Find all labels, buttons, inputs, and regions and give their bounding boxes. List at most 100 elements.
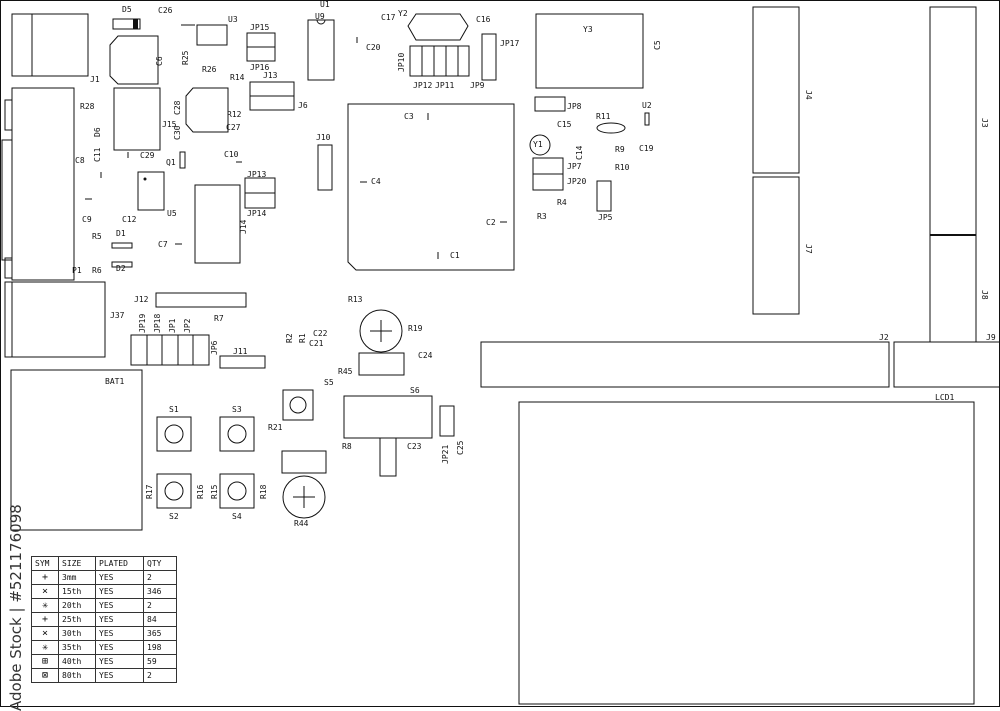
diode-d5 xyxy=(112,18,141,30)
component-label-r13: R13 xyxy=(348,295,363,304)
chip-u9 xyxy=(307,19,335,81)
component-label-jp13: JP13 xyxy=(247,170,266,179)
component-label-jp8: JP8 xyxy=(567,102,582,111)
component-label-c14: C14 xyxy=(575,145,584,160)
component-label-jp6: JP6 xyxy=(210,340,219,355)
component-label-j10: J10 xyxy=(316,133,331,142)
drill-cell-sym: × xyxy=(31,584,59,599)
component-label-jp21: JP21 xyxy=(441,445,450,464)
drill-header-size: SIZE xyxy=(58,556,96,571)
component-label-c11: C11 xyxy=(93,147,102,162)
component-label-d6: D6 xyxy=(93,127,102,137)
connector-j8 xyxy=(929,234,977,343)
jumper-jp10-11-12 xyxy=(409,45,470,77)
capacitor-c27 xyxy=(185,87,229,133)
component-label-jp10: JP10 xyxy=(397,53,406,72)
component-label-c10: C10 xyxy=(224,150,239,159)
component-label-r45: R45 xyxy=(338,367,353,376)
component-label-u3: U3 xyxy=(228,15,238,24)
component-label-j1: J1 xyxy=(90,75,100,84)
drill-cell-qty: 346 xyxy=(143,584,177,599)
component-label-c20: C20 xyxy=(366,43,381,52)
crystal-y3 xyxy=(535,13,644,89)
drill-cell-size: 35th xyxy=(58,640,96,655)
component-label-c22: C22 xyxy=(313,329,328,338)
component-label-r10: R10 xyxy=(615,163,630,172)
component-label-r4: R4 xyxy=(557,198,567,207)
component-label-r2: R2 xyxy=(285,333,294,343)
component-label-d5: D5 xyxy=(122,5,132,14)
component-label-c12: C12 xyxy=(122,215,137,224)
component-label-j2: J2 xyxy=(879,333,889,342)
component-label-c21: C21 xyxy=(309,339,324,348)
component-label-bat1: BAT1 xyxy=(105,377,124,386)
component-label-c16: C16 xyxy=(476,15,491,24)
component-label-y1: Y1 xyxy=(533,140,543,149)
component-label-j4: J4 xyxy=(804,90,813,100)
component-label-lcd1: LCD1 xyxy=(935,393,954,402)
connector-j9 xyxy=(893,341,1000,388)
lcd-display-lcd1 xyxy=(518,401,975,705)
drill-cell-plated: YES xyxy=(95,612,144,627)
drill-cell-sym: + xyxy=(31,612,59,627)
drill-cell-qty: 198 xyxy=(143,640,177,655)
component-label-jp2: JP2 xyxy=(183,318,192,333)
component-label-r17: R17 xyxy=(145,484,154,499)
connector-j2 xyxy=(480,341,890,388)
drill-cell-size: 15th xyxy=(58,584,96,599)
component-label-r14: R14 xyxy=(230,73,245,82)
component-label-j12: J12 xyxy=(134,295,149,304)
component-label-r26: R26 xyxy=(202,65,217,74)
component-label-c28: C28 xyxy=(173,100,182,115)
resistor-r11 xyxy=(596,122,626,134)
component-label-c15: C15 xyxy=(557,120,572,129)
component-label-u2: U2 xyxy=(642,101,652,110)
component-label-y3: Y3 xyxy=(583,25,593,34)
stock-watermark-id: Adobe Stock | #521176098 xyxy=(7,504,25,711)
drill-cell-sym: ⊞ xyxy=(31,654,59,669)
crystal-y1 xyxy=(529,134,551,156)
component-label-s1: S1 xyxy=(169,405,179,414)
drill-cell-plated: YES xyxy=(95,598,144,613)
component-label-s3: S3 xyxy=(232,405,242,414)
connector-j4 xyxy=(752,6,800,174)
drill-cell-qty: 365 xyxy=(143,626,177,641)
connector-j14 xyxy=(194,184,241,264)
component-label-c17: C17 xyxy=(381,13,396,22)
drill-cell-plated: YES xyxy=(95,654,144,669)
component-label-r6: R6 xyxy=(92,266,102,275)
drill-cell-plated: YES xyxy=(95,640,144,655)
component-label-jp15: JP15 xyxy=(250,23,269,32)
component-label-c24: C24 xyxy=(418,351,433,360)
component-label-c9: C9 xyxy=(82,215,92,224)
component-label-u1: U1 xyxy=(320,0,330,9)
component-label-j14: J14 xyxy=(239,219,248,234)
connector-j37 xyxy=(4,281,106,358)
component-label-jp12: JP12 xyxy=(413,81,432,90)
component-label-j11: J11 xyxy=(233,347,248,356)
component-label-r1: R1 xyxy=(298,333,307,343)
switch-s3 xyxy=(219,416,255,452)
component-label-c4: C4 xyxy=(371,177,381,186)
connector-j10 xyxy=(317,144,333,191)
potentiometer-r13 xyxy=(359,309,403,353)
connector-j11 xyxy=(219,355,266,369)
component-label-jp17: JP17 xyxy=(500,39,519,48)
component-label-d1: D1 xyxy=(116,229,126,238)
component-label-r19: R19 xyxy=(408,324,423,333)
component-label-r7: R7 xyxy=(214,314,224,323)
main-chip xyxy=(347,103,515,271)
switch-s1 xyxy=(156,416,192,452)
drill-header-sym: SYM xyxy=(31,556,59,571)
component-label-c26: C26 xyxy=(158,6,173,15)
component-label-c7: C7 xyxy=(158,240,168,249)
drill-cell-qty: 84 xyxy=(143,612,177,627)
component-label-jp20: JP20 xyxy=(567,177,586,186)
